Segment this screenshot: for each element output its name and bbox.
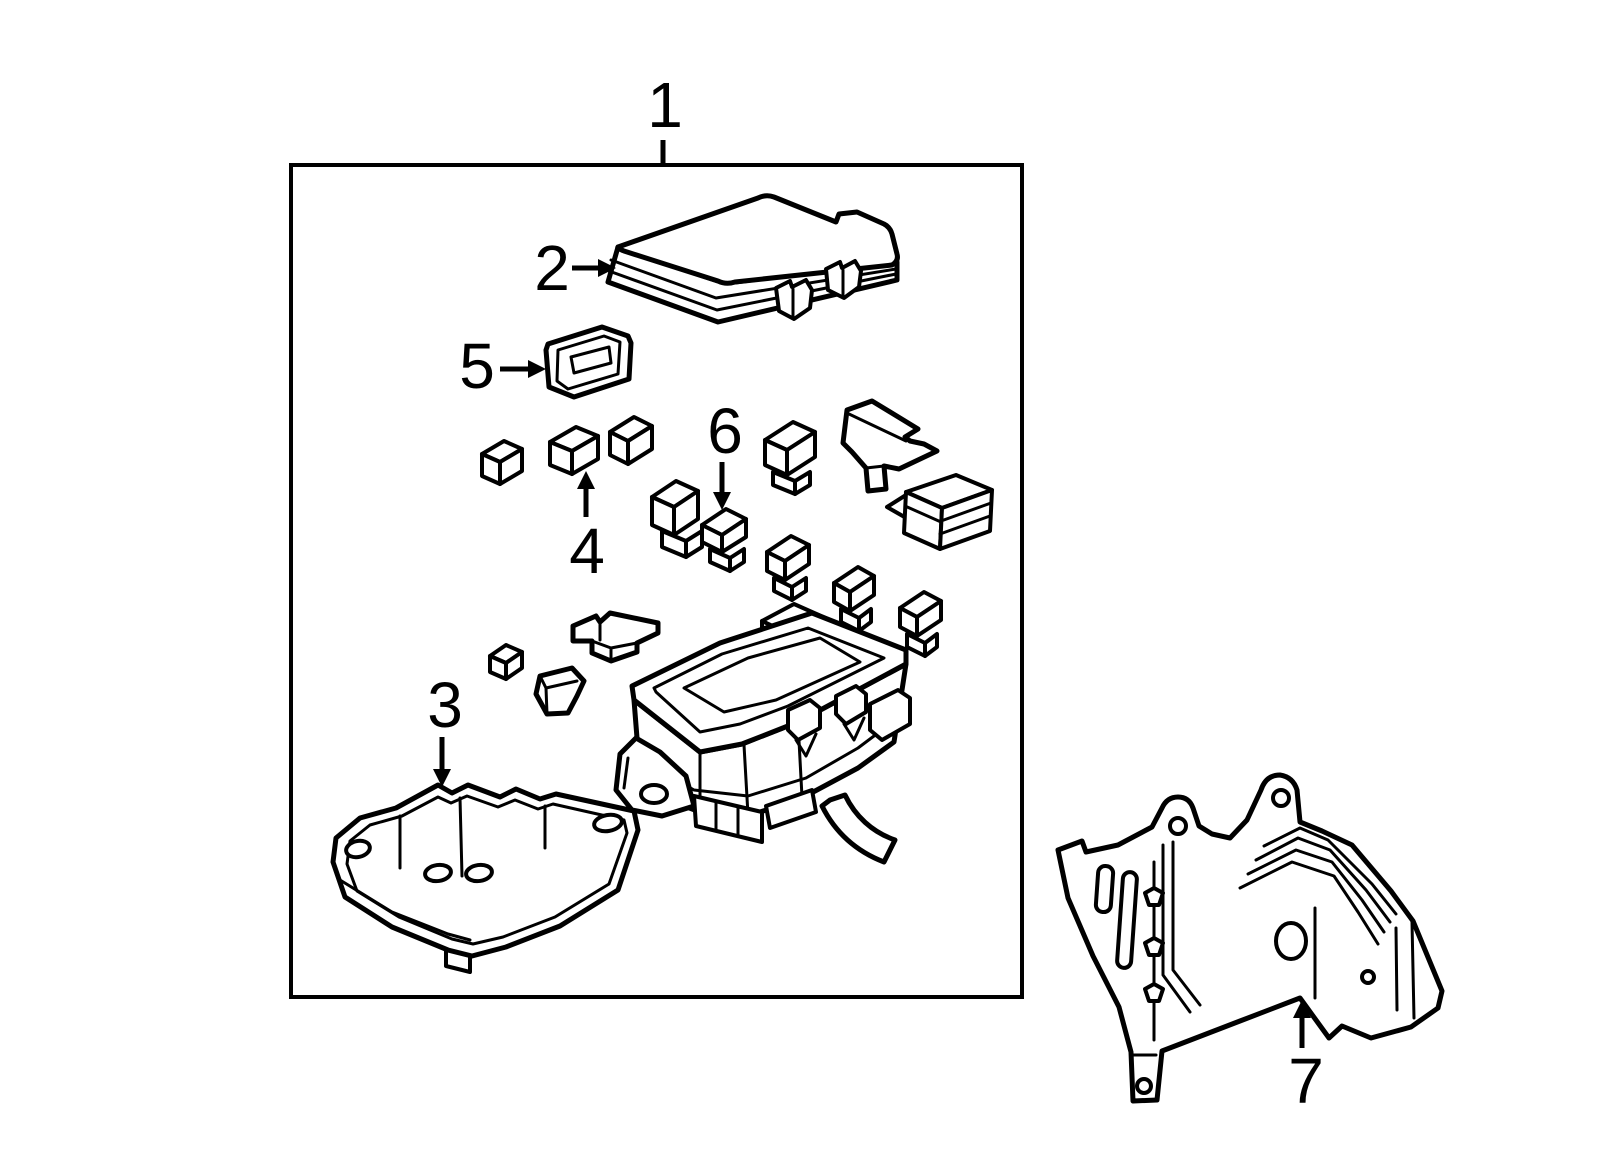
connector-cover-plate [543,324,634,400]
callout-5-label[interactable]: 5 [459,330,495,402]
fuse-cube-a [480,439,524,486]
wire-harness [819,792,898,865]
callout-2-label[interactable]: 2 [534,232,570,304]
callout-6[interactable]: 6 [707,395,743,510]
callout-6-label[interactable]: 6 [707,395,743,467]
callout-5[interactable]: 5 [459,330,546,402]
assembly-boundary-box [289,163,1024,999]
callout-2-arrowhead [598,259,616,277]
relay-i [765,534,811,602]
callout-1-label[interactable]: 1 [647,69,683,141]
fuse-box-upper-cover [605,193,900,325]
callout-7-label[interactable]: 7 [1288,1045,1324,1117]
fuse-cube-b [548,425,600,476]
callout-5-arrowhead [528,360,546,378]
callout-4-arrowhead [577,471,595,489]
callout-3[interactable]: 3 [427,669,463,787]
fuse-box-lower-housing [330,782,641,974]
callout-3-label[interactable]: 3 [427,669,463,741]
callout-4[interactable]: 4 [569,471,605,587]
fusible-link-t [840,398,940,494]
relay-d [650,479,704,559]
ribbed-connector-block [885,473,994,551]
callout-7-arrowhead [1293,1000,1311,1018]
fuse-cube-c [608,415,654,466]
callout-2[interactable]: 2 [534,232,616,304]
stepped-busbar-connector [570,610,661,664]
mounting-bracket [1055,772,1445,1104]
pentagon-cap [533,665,587,717]
callout-6-arrowhead [713,492,731,510]
callout-3-arrowhead [433,769,451,787]
callout-4-label[interactable]: 4 [569,515,605,587]
fuse-relay-box-body [613,602,912,865]
relay-f [763,420,817,496]
relay-j [832,565,876,633]
relay-e [700,507,748,573]
fuse-cube-small [488,643,524,681]
callout-1[interactable]: 1 [647,69,683,166]
callout-7[interactable]: 7 [1288,1000,1324,1117]
relay-k [898,590,943,658]
